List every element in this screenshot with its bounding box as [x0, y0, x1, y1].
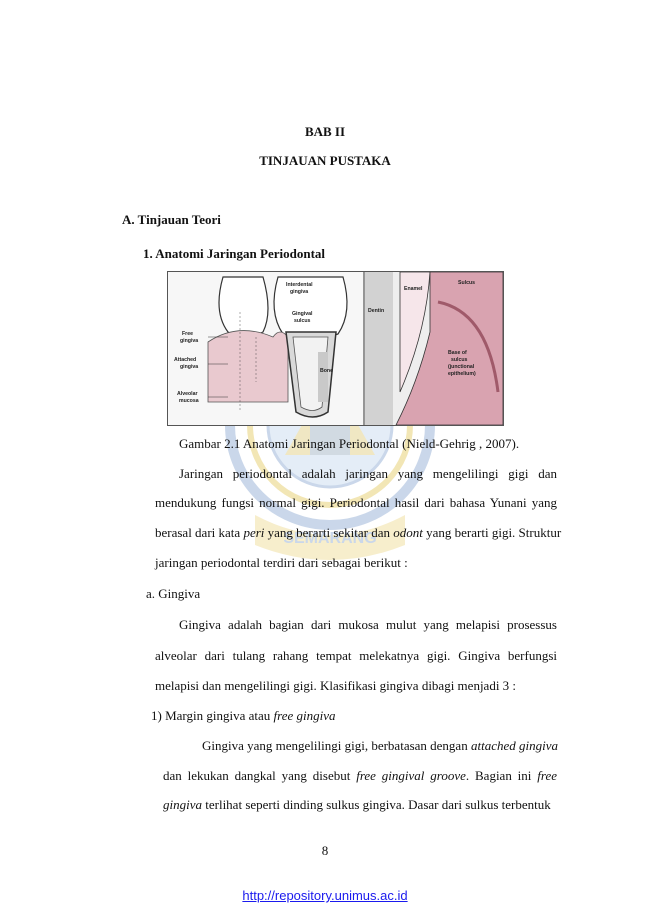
svg-text:gingiva: gingiva [180, 364, 198, 370]
paragraph-1-line-2: mendukung fungsi normal gigi. Periodonta… [155, 495, 557, 510]
svg-text:epithelium): epithelium) [448, 371, 476, 377]
svg-text:Dentin: Dentin [368, 308, 384, 314]
svg-text:Alveolar: Alveolar [177, 391, 197, 397]
svg-text:mucosa: mucosa [179, 398, 199, 404]
svg-text:gingiva: gingiva [180, 338, 198, 344]
svg-text:Base of: Base of [448, 350, 467, 356]
svg-text:sulcus: sulcus [451, 357, 468, 363]
list-item-1: 1) Margin gingiva atau free gingiva [151, 708, 336, 723]
paragraph-2-line-3: melapisi dan mengelilingi gigi. Klasifik… [155, 678, 517, 693]
chapter-number: BAB II [304, 124, 346, 139]
figure-caption: Gambar 2.1 Anatomi Jaringan Periodontal … [179, 436, 520, 451]
svg-text:sulcus: sulcus [294, 318, 311, 324]
paragraph-2-line-2: alveolar dari tulang rahang tempat melek… [155, 648, 557, 663]
svg-text:Free: Free [182, 331, 193, 337]
svg-text:Gingival: Gingival [292, 311, 313, 317]
paragraph-2-line-1: Gingiva adalah bagian dari mukosa mulut … [179, 617, 557, 632]
page-number: 8 [321, 843, 329, 858]
list-item-a: a. Gingiva [146, 586, 201, 601]
tooth-crown-left [218, 276, 269, 338]
periodontal-anatomy-figure: Bone Free gingiva Attached gingiva Alveo… [167, 271, 504, 426]
svg-text:Interdental: Interdental [286, 282, 313, 288]
svg-text:(junctional: (junctional [448, 364, 475, 370]
chapter-title: TINJAUAN PUSTAKA [259, 153, 391, 168]
paragraph-3-line-3: gingiva terlihat seperti dinding sulkus … [163, 797, 551, 812]
svg-text:Attached: Attached [174, 357, 196, 363]
section-heading: A. Tinjauan Teori [122, 212, 221, 227]
watermark-text: SEMARANG [283, 530, 376, 547]
svg-text:Bone: Bone [320, 368, 333, 374]
svg-text:gingiva: gingiva [290, 289, 308, 295]
paragraph-3-line-2: dan lekukan dangkal yang disebut free gi… [163, 768, 558, 783]
svg-text:Enamel: Enamel [404, 286, 423, 292]
paragraph-3-line-1: Gingiva yang mengelilingi gigi, berbatas… [202, 738, 558, 753]
svg-text:Sulcus: Sulcus [458, 280, 475, 286]
repository-link[interactable]: http://repository.unimus.ac.id [242, 888, 408, 903]
paragraph-1-line-3: berasal dari kata peri yang berarti seki… [155, 525, 562, 540]
subsection-heading: 1. Anatomi Jaringan Periodontal [143, 246, 326, 261]
paragraph-1-line-4: jaringan periodontal terdiri dari sebaga… [155, 555, 408, 570]
paragraph-1-line-1: Jaringan periodontal adalah jaringan yan… [179, 466, 557, 481]
